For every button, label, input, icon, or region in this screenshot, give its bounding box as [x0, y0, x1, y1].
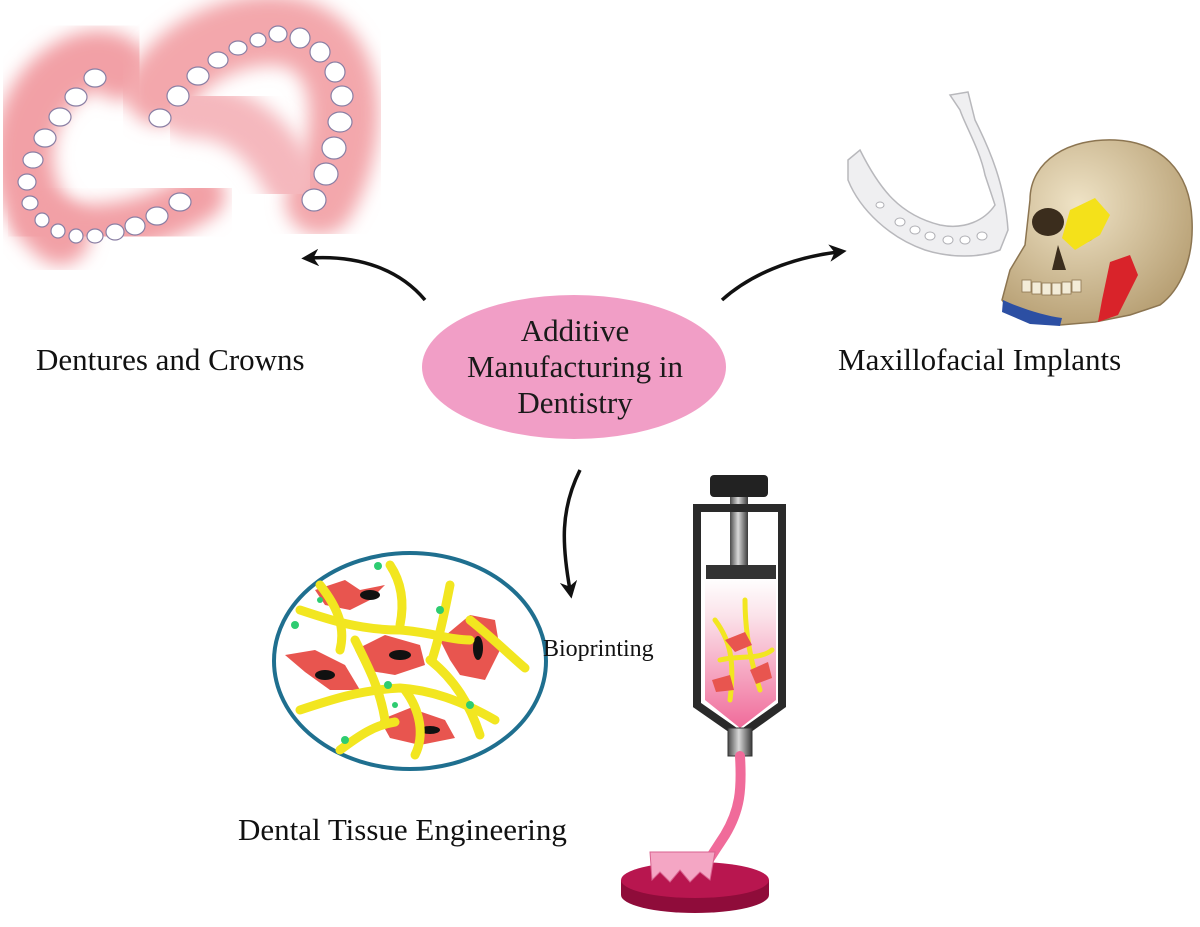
skull-illustration	[1001, 139, 1193, 326]
bioprinting-label: Bioprinting	[543, 636, 654, 662]
center-line-3: Dentistry	[517, 385, 633, 420]
tissue-circle-illustration	[272, 551, 548, 771]
center-node-ellipse	[422, 295, 726, 439]
center-line-1: Additive	[520, 313, 630, 348]
branch-label-maxillofacial: Maxillofacial Implants	[838, 342, 1122, 377]
arrow-to-tissue	[559, 469, 582, 599]
mandible-implant-illustration	[847, 91, 1009, 257]
dental-arch-illustration	[0, 0, 379, 265]
center-line-2: Manufacturing in	[466, 349, 684, 384]
branch-label-dentures: Dentures and Crowns	[36, 342, 305, 377]
bioprinter-syringe-illustration	[621, 475, 786, 913]
arrow-to-maxillofacial	[720, 244, 847, 302]
branch-label-tissue-engineering: Dental Tissue Engineering	[238, 812, 567, 847]
arrow-to-dentures	[301, 248, 427, 302]
connector-arrows	[301, 244, 847, 599]
center-node-label: Additive Manufacturing in Dentistry	[425, 296, 725, 438]
